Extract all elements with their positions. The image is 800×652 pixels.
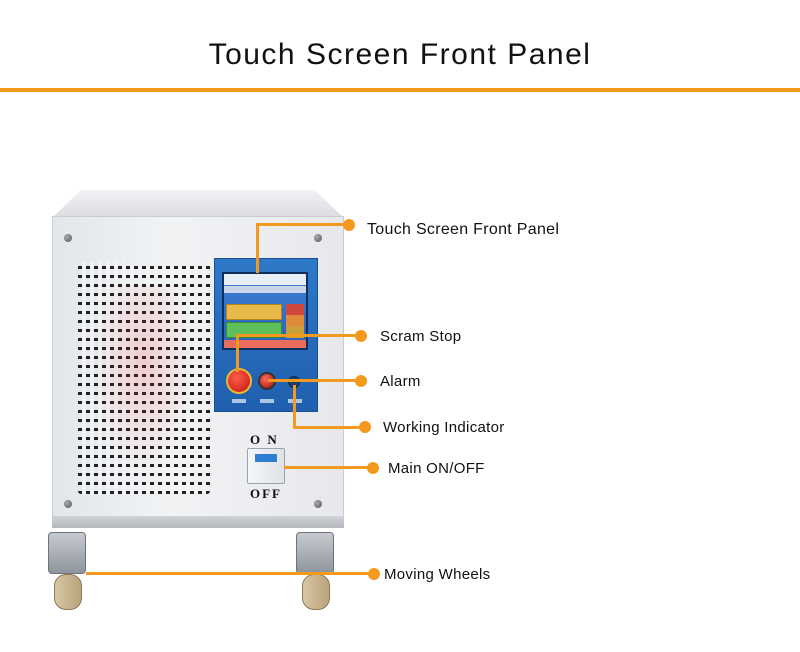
callout-scram-stop: Scram Stop bbox=[380, 328, 462, 345]
callout-dot bbox=[355, 330, 367, 342]
callout-dot bbox=[367, 462, 379, 474]
cabinet-top bbox=[52, 190, 344, 218]
screen-header-bar bbox=[224, 274, 306, 285]
callout-leader bbox=[293, 385, 296, 428]
scram-stop-button bbox=[226, 368, 252, 394]
callout-main-switch: Main ON/OFF bbox=[388, 460, 485, 477]
callout-dot bbox=[355, 375, 367, 387]
screw-icon bbox=[314, 500, 322, 508]
callout-working-indicator: Working Indicator bbox=[383, 419, 505, 436]
ventilation-grille bbox=[78, 262, 210, 494]
callout-moving-wheels: Moving Wheels bbox=[384, 566, 491, 583]
screen-footer-bar bbox=[224, 340, 306, 348]
breaker-toggle bbox=[255, 454, 277, 462]
callout-leader bbox=[256, 223, 348, 226]
title-divider bbox=[0, 88, 800, 92]
callout-leader bbox=[268, 379, 358, 382]
screw-icon bbox=[64, 500, 72, 508]
callout-leader bbox=[236, 334, 356, 337]
callout-leader bbox=[236, 334, 239, 372]
callout-leader bbox=[293, 426, 361, 429]
screen-voltage-readout bbox=[226, 304, 282, 320]
screen-side-buttons bbox=[286, 304, 304, 338]
switch-off-label: OFF bbox=[250, 486, 282, 501]
screen-status-bar bbox=[224, 286, 306, 293]
caster-wheel bbox=[54, 574, 82, 610]
callout-dot bbox=[343, 219, 355, 231]
fan-glow bbox=[92, 286, 196, 476]
caster-wheel bbox=[302, 574, 330, 610]
callout-leader bbox=[86, 572, 372, 575]
callout-dot bbox=[368, 568, 380, 580]
callout-alarm: Alarm bbox=[380, 373, 421, 390]
callout-touch-screen: Touch Screen Front Panel bbox=[367, 221, 560, 238]
caster-bracket bbox=[48, 532, 86, 574]
callout-leader bbox=[256, 223, 259, 273]
switch-on-label: O N bbox=[250, 432, 279, 447]
callout-leader bbox=[284, 466, 368, 469]
screw-icon bbox=[314, 234, 322, 242]
screw-icon bbox=[64, 234, 72, 242]
cabinet-base bbox=[52, 516, 344, 528]
button-caption bbox=[260, 399, 274, 403]
caster-bracket bbox=[296, 532, 334, 574]
page-title: Touch Screen Front Panel bbox=[208, 38, 592, 71]
callout-dot bbox=[359, 421, 371, 433]
button-caption bbox=[232, 399, 246, 403]
